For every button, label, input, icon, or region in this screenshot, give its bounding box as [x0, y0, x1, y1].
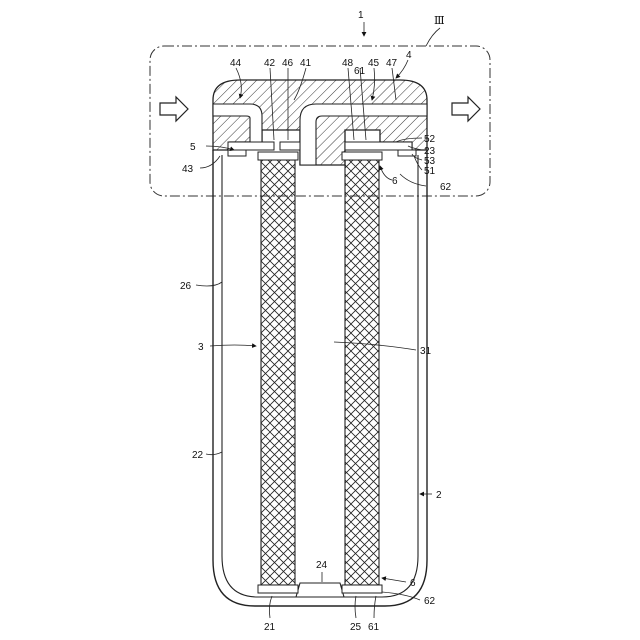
filter-element-right	[345, 160, 379, 585]
label-31: 31	[420, 346, 432, 357]
outlet-flow-arrow	[452, 97, 480, 121]
label-3: 3	[198, 342, 204, 353]
label-26: 26	[180, 281, 192, 292]
label-43: 43	[182, 164, 194, 175]
seal-plate-mid	[280, 142, 300, 150]
label-44: 44	[230, 58, 242, 69]
bottom-boss	[296, 583, 344, 597]
seal-plate-right	[345, 142, 412, 150]
flange-right	[398, 150, 416, 156]
label-61-top: 61	[354, 66, 366, 77]
label-4: 4	[406, 50, 412, 61]
label-42: 42	[264, 58, 276, 69]
end-cap-top-left	[258, 152, 298, 160]
container-outer-wall	[213, 150, 427, 606]
label-41: 41	[300, 58, 312, 69]
seal-plate-left	[228, 142, 274, 150]
label-62-bottom: 62	[424, 596, 436, 607]
label-1: 1	[358, 10, 364, 21]
label-51: 51	[424, 166, 436, 177]
filter-element-left	[261, 160, 295, 585]
label-22: 22	[192, 450, 204, 461]
label-45: 45	[368, 58, 380, 69]
label-48: 48	[342, 58, 354, 69]
label-61-bottom: 61	[368, 622, 380, 633]
label-24: 24	[316, 560, 328, 571]
label-52: 52	[424, 134, 436, 145]
label-5: 5	[190, 142, 196, 153]
label-6-top: 6	[392, 176, 398, 187]
label-46: 46	[282, 58, 294, 69]
end-cap-bottom-right	[342, 585, 382, 593]
label-III: Ⅲ	[434, 14, 445, 27]
label-47: 47	[386, 58, 398, 69]
label-25: 25	[350, 622, 362, 633]
label-21: 21	[264, 622, 276, 633]
flange-left	[228, 150, 246, 156]
label-6-bottom: 6	[410, 578, 416, 589]
label-62-top: 62	[440, 182, 452, 193]
label-2: 2	[436, 490, 442, 501]
end-cap-bottom-left	[258, 585, 298, 593]
container-inner-wall	[222, 155, 418, 597]
end-cap-top-right	[342, 152, 382, 160]
inlet-flow-arrow	[160, 97, 188, 121]
